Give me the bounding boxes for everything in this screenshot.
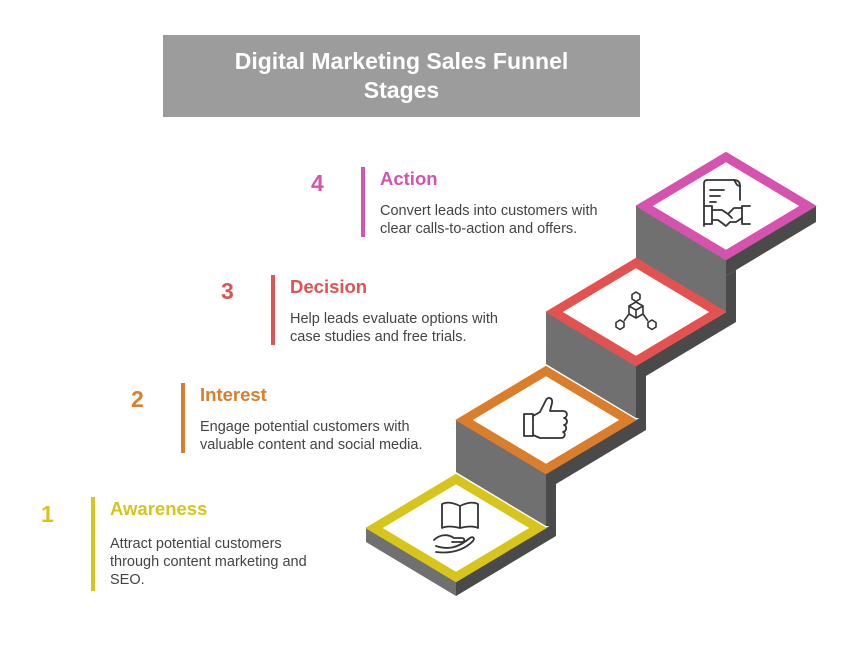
stage-title: Awareness xyxy=(110,498,208,519)
title-banner: Digital Marketing Sales Funnel Stages xyxy=(163,35,640,117)
stage-divider xyxy=(91,497,95,591)
stage-divider xyxy=(181,383,185,453)
page-title: Digital Marketing Sales Funnel Stages xyxy=(234,48,569,103)
stage-title: Interest xyxy=(200,384,267,405)
stage-description: Engage potential customers with valuable… xyxy=(200,419,423,453)
step-interest xyxy=(455,365,646,526)
stage-number: 1 xyxy=(41,501,54,527)
thumbs-up-icon xyxy=(523,396,568,439)
stage-title: Action xyxy=(380,168,438,189)
stage-number: 4 xyxy=(311,170,324,196)
stage-description: Help leads evaluate options with case st… xyxy=(290,311,498,345)
stage-description: Convert leads into customers with clear … xyxy=(380,203,598,237)
network-cube-icon xyxy=(615,291,657,331)
step-action xyxy=(635,151,817,312)
contract-handshake-icon xyxy=(703,179,751,227)
open-book-hand-icon xyxy=(433,501,479,554)
stage-divider xyxy=(271,275,275,345)
stage-title: Decision xyxy=(290,276,368,297)
stage-number: 3 xyxy=(221,278,234,304)
step-awareness xyxy=(365,473,556,596)
stage-description: Attract potential customers through cont… xyxy=(110,536,307,588)
stage-divider xyxy=(361,167,365,237)
stage-number: 2 xyxy=(131,386,144,412)
